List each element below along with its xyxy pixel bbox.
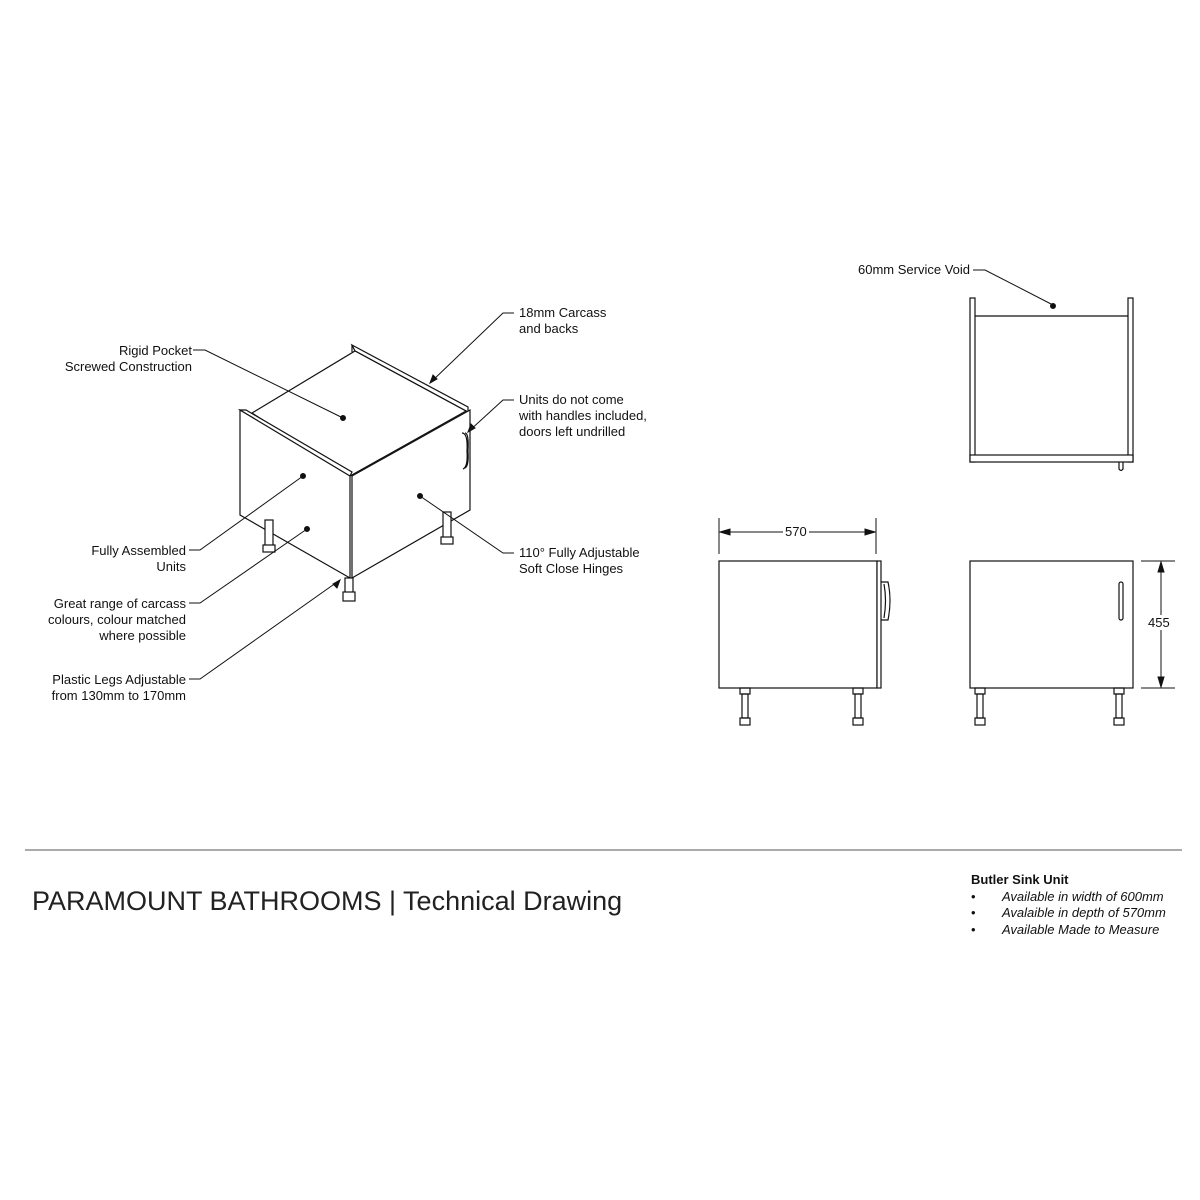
bullet: • bbox=[971, 921, 976, 937]
callout-carcass: 18mm Carcass and backs bbox=[519, 305, 606, 337]
leg bbox=[262, 519, 276, 553]
callout-service-void: 60mm Service Void bbox=[858, 262, 970, 277]
callout-text: colours, colour matched bbox=[47, 612, 186, 627]
isometric-cabinet bbox=[237, 343, 471, 602]
leg bbox=[440, 511, 454, 545]
callout-rigid-pocket: Rigid Pocket Screwed Construction bbox=[65, 343, 192, 375]
callout-text: Soft Close Hinges bbox=[519, 561, 624, 576]
height-dimension-label: 455 bbox=[1146, 615, 1172, 630]
height-dimension-line bbox=[1141, 560, 1175, 689]
side-view bbox=[718, 518, 891, 726]
callout-text: where possible bbox=[99, 628, 186, 643]
callout-assembled: Fully Assembled Units bbox=[91, 543, 186, 575]
product-spec: Butler Sink Unit • Available in width of … bbox=[971, 872, 1166, 938]
callout-leaders bbox=[189, 269, 1056, 680]
spec-item: • Available in width of 600mm bbox=[971, 889, 1166, 906]
page-title: PARAMOUNT BATHROOMS | Technical Drawing bbox=[32, 886, 623, 916]
spec-item: • Available Made to Measure bbox=[971, 922, 1166, 939]
callout-text: Units bbox=[156, 559, 186, 574]
spec-heading: Butler Sink Unit bbox=[971, 872, 1069, 887]
callout-text: from 130mm to 170mm bbox=[51, 688, 186, 703]
callout-text: Great range of carcass bbox=[53, 596, 186, 611]
callout-text: Rigid Pocket bbox=[119, 343, 192, 358]
callout-text: 110° Fully Adjustable bbox=[519, 545, 640, 560]
spec-item: • Avalaible in depth of 570mm bbox=[971, 905, 1166, 922]
front-view bbox=[969, 560, 1175, 726]
callout-handles: Units do not come with handles included,… bbox=[519, 392, 647, 440]
callout-legs: Plastic Legs Adjustable from 130mm to 17… bbox=[52, 672, 186, 704]
callout-text: and backs bbox=[519, 321, 579, 336]
bullet: • bbox=[971, 888, 976, 904]
callout-text: Plastic Legs Adjustable bbox=[52, 672, 186, 687]
callout-colours: Great range of carcass colours, colour m… bbox=[48, 596, 186, 644]
leg bbox=[342, 577, 356, 602]
callout-text: Screwed Construction bbox=[64, 359, 192, 374]
spec-text: Available in width of 600mm bbox=[1002, 888, 1164, 904]
top-view bbox=[969, 297, 1134, 472]
bullet: • bbox=[971, 905, 976, 920]
spec-text: Avalaible in depth of 570mm bbox=[1002, 905, 1166, 920]
callout-text: doors left undrilled bbox=[519, 424, 626, 439]
depth-dimension-label: 570 bbox=[783, 524, 809, 539]
callout-text: Fully Assembled bbox=[91, 543, 186, 558]
callout-text: Units do not come bbox=[519, 392, 624, 407]
callout-text: with handles included, bbox=[519, 408, 647, 423]
spec-text: Available Made to Measure bbox=[1002, 921, 1160, 937]
callout-hinges: 110° Fully Adjustable Soft Close Hinges bbox=[519, 545, 640, 577]
callout-text: 18mm Carcass bbox=[519, 305, 607, 320]
